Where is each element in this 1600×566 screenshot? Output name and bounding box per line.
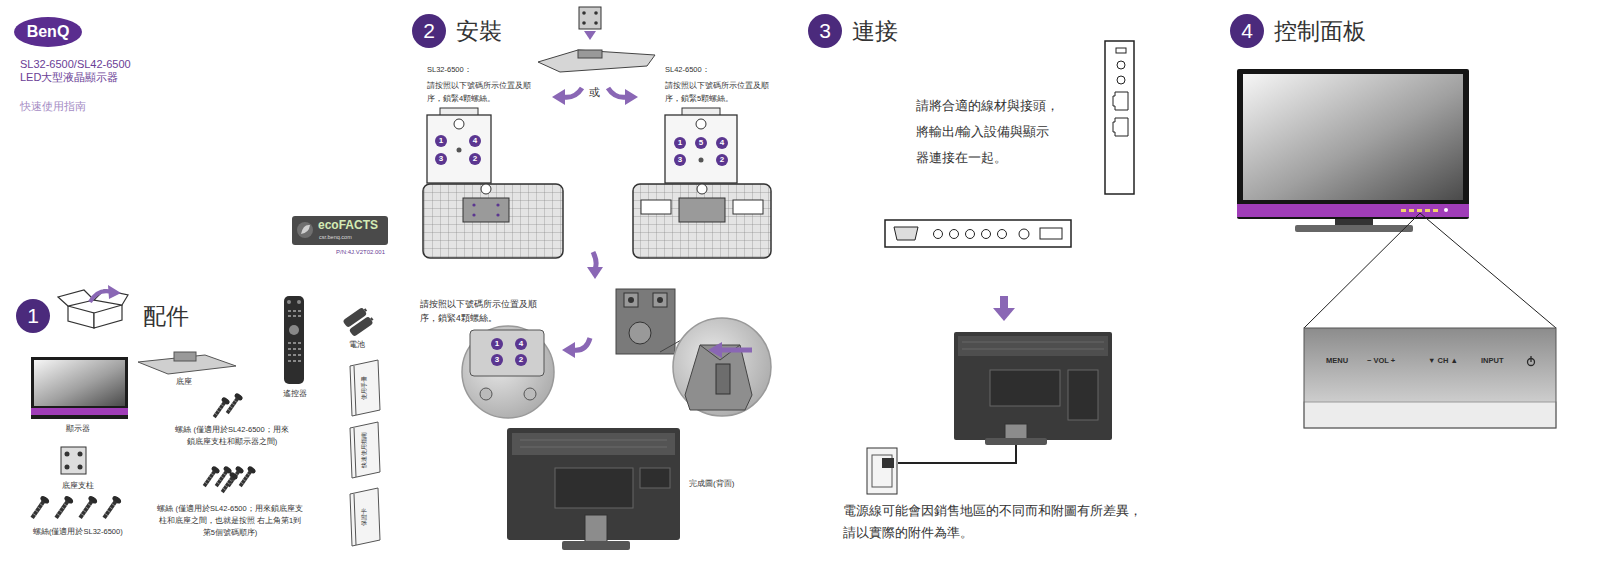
eco-badge: ecoFACTScsr.benq.com (292, 216, 388, 245)
step-number-text: 3 (808, 19, 842, 43)
callout-number: 4 (716, 137, 728, 149)
tv-back (954, 332, 1112, 440)
part-name: 底座 (176, 377, 192, 387)
step-number: 2安裝 (412, 14, 446, 48)
note-text: 電源線可能會因銷售地區的不同而和附圖有所差異，請以實際的附件為準。 (843, 500, 1148, 544)
instruction-text: 請按照以下號碼所示位置及順序，鎖緊4顆螺絲。 (420, 297, 552, 325)
step-number: 4控制面板 (1230, 14, 1264, 48)
remote (284, 296, 304, 384)
side-ports (1105, 41, 1134, 194)
monitor (31, 357, 128, 419)
button-label: ▼ CH ▲ (1428, 356, 1458, 365)
booklet-title: 使用手冊 (361, 376, 369, 400)
step-number-text: 4 (1230, 19, 1264, 43)
step-number-text: 1 (16, 304, 50, 328)
model-name: SL42-6500： (665, 65, 710, 74)
booklet (350, 360, 380, 546)
section-heading: 安裝 (456, 17, 502, 45)
part-name: 底座支柱 (62, 481, 94, 491)
stand-base (633, 184, 771, 258)
button-label: INPUT (1481, 356, 1504, 365)
stand-post (61, 447, 86, 474)
section-heading: 控制面板 (1274, 17, 1366, 45)
power-cable (898, 445, 1016, 463)
guide-subtitle: 快速使用指南 (20, 100, 86, 114)
eco-url: csr.benq.com (319, 233, 352, 241)
figure-caption: 完成圖(背面) (689, 479, 734, 489)
step-number-text: 2 (412, 19, 446, 43)
leader-line (1420, 213, 1556, 328)
callout-number: 2 (716, 154, 728, 166)
step-number: 1配件 (16, 299, 50, 333)
part-number: P/N:4J.V2T02.001 (336, 249, 385, 257)
button-label: MENU (1326, 356, 1348, 365)
instruction-text: 請按照以下號碼所示位置及順序，鎖緊4顆螺絲。 (427, 79, 543, 105)
monitor-front (1237, 69, 1469, 219)
stand-base (538, 50, 655, 72)
rear-ports (885, 220, 1071, 247)
or-text: 或 (589, 86, 600, 100)
callout-number: 3 (491, 354, 503, 366)
eco-name: ecoFACTS (318, 218, 378, 232)
callout-number: 1 (491, 338, 503, 350)
zoom-detail (673, 318, 771, 416)
zoom-detail (616, 289, 675, 354)
part-name: 電池 (349, 340, 365, 350)
callout-number: 1 (435, 135, 447, 147)
part-name: 顯示器 (66, 424, 90, 434)
section-heading: 配件 (143, 302, 189, 330)
callout-number: 3 (435, 153, 447, 165)
product-title: SL32-6500/SL42-6500 LED大型液晶顯示器 (20, 58, 145, 84)
stand-post (427, 115, 491, 183)
part-name: 遙控器 (283, 389, 307, 399)
button-label: − VOL + (1367, 356, 1395, 365)
instruction-text: 請按照以下號碼所示位置及順序，鎖緊5顆螺絲。 (665, 79, 781, 105)
section-heading: 連接 (852, 17, 898, 45)
screw (28, 392, 257, 521)
control-panel: MENU − VOL + ▼ CH ▲ INPUT (1304, 328, 1556, 428)
instruction-text: 請將合適的線材與接頭，將輸出/輸入設備與顯示器連接在一起。 (916, 93, 1061, 171)
wall-outlet (867, 448, 897, 494)
callout-number: 4 (469, 135, 481, 147)
eco-badge (292, 216, 388, 245)
callout-number: 4 (515, 338, 527, 350)
part-note: 螺絲 (僅適用於SL42-6500；用來鎖底座支柱和底座之間，也就是按照 右上角… (155, 503, 305, 539)
booklet-title: 保證卡 (361, 508, 369, 526)
brand-logo: BenQ (14, 17, 82, 47)
callout-number: 3 (674, 154, 686, 166)
box-icon (58, 290, 128, 328)
step-number: 3連接 (808, 14, 842, 48)
callout-number: 5 (695, 137, 707, 149)
zoom-detail (462, 326, 554, 418)
battery (342, 306, 375, 337)
control-panel-art (1304, 328, 1556, 402)
callout-number: 2 (515, 354, 527, 366)
model-name: SL32-6500： (427, 65, 472, 74)
booklet-title: 快速使用指南 (361, 432, 369, 468)
leader-line (1304, 213, 1420, 328)
part-note: 螺絲(僅適用於SL32-6500) (33, 527, 123, 536)
part-note: 螺絲 (僅適用於SL42-6500；用來鎖底座支柱和顯示器之間) (172, 424, 292, 448)
stand-base (423, 184, 563, 258)
brand-name: BenQ (14, 23, 82, 41)
stand-post (665, 115, 737, 183)
callout-number: 2 (469, 153, 481, 165)
stand-post (579, 7, 601, 29)
callout-number: 1 (674, 137, 686, 149)
